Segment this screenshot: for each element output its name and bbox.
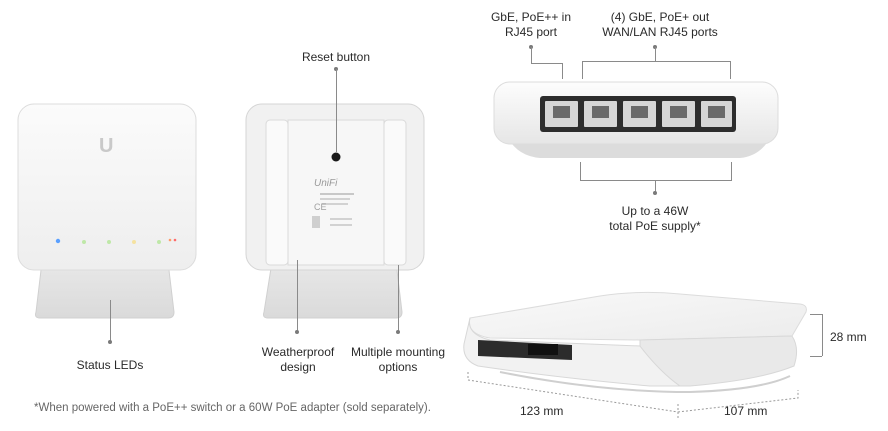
poe-supply-dot xyxy=(653,191,657,195)
perspective-top-face xyxy=(468,291,807,341)
mount-rail-right xyxy=(383,119,407,266)
front-body xyxy=(17,103,197,271)
width-dim-line xyxy=(467,372,679,413)
status-leds-leader xyxy=(110,300,111,343)
poe-supply-leader-v xyxy=(655,180,656,193)
weatherproof-line-2: design xyxy=(280,360,316,374)
status-leds-label: Status LEDs xyxy=(76,358,144,372)
depth-dim-label: 107 mm xyxy=(724,404,768,418)
mounting-line-2: options xyxy=(378,360,418,374)
mounting-line-1: Multiple mounting xyxy=(350,345,446,359)
back-stand xyxy=(263,261,403,319)
led-5 xyxy=(157,240,161,244)
height-dim-bottom xyxy=(810,356,822,357)
poe-out-bracket-l xyxy=(582,61,583,79)
mounting-label: Multiple mounting options xyxy=(340,345,456,375)
poe-in-label: GbE, PoE++ in RJ45 port xyxy=(476,10,586,40)
poe-supply-line-1: Up to a 46W xyxy=(621,204,689,218)
poe-supply-bracket-l xyxy=(580,162,581,180)
led-4 xyxy=(132,240,136,244)
poe-supply-bracket-r xyxy=(731,162,732,180)
mount-rail-left xyxy=(265,119,289,266)
poe-out-label: (4) GbE, PoE+ out WAN/LAN RJ45 ports xyxy=(590,10,730,40)
height-dim-label: 28 mm xyxy=(830,330,867,344)
poe-in-leader-v1 xyxy=(531,47,532,63)
perspective-right-face xyxy=(639,335,798,387)
depth-dim-line xyxy=(677,390,799,413)
poe-supply-line-2: total PoE supply* xyxy=(609,219,701,233)
weatherproof-line-1: Weatherproof xyxy=(261,345,335,359)
reset-button-leader xyxy=(336,69,337,152)
poe-supply-label: Up to a 46W total PoE supply* xyxy=(590,204,720,234)
footnote: *When powered with a PoE++ switch or a 6… xyxy=(34,402,431,414)
status-leds-dot xyxy=(108,340,112,344)
poe-supply-bracket-h xyxy=(580,180,732,181)
reset-hole xyxy=(331,152,341,162)
led-2 xyxy=(82,240,86,244)
weatherproof-dot xyxy=(295,330,299,334)
mounting-dot xyxy=(396,330,400,334)
back-ce-mark: CE xyxy=(314,202,327,212)
led-1 xyxy=(55,238,61,244)
height-dim-vertical xyxy=(822,314,823,356)
weatherproof-label: Weatherproof design xyxy=(248,345,348,375)
front-stand xyxy=(35,261,175,319)
height-dim-top xyxy=(810,314,822,315)
led-3 xyxy=(107,240,111,244)
front-logo: U xyxy=(99,135,114,157)
poe-in-leader-h xyxy=(531,63,563,64)
poe-in-line-1: GbE, PoE++ in xyxy=(490,10,572,24)
poe-out-leader-v xyxy=(655,47,656,61)
poe-out-bracket-r xyxy=(730,61,731,79)
poe-out-line-1: (4) GbE, PoE+ out xyxy=(610,10,710,24)
mounting-leader xyxy=(398,265,399,332)
poe-in-line-2: RJ45 port xyxy=(504,25,558,39)
poe-out-bracket-h xyxy=(582,61,731,62)
reset-button-label: Reset button xyxy=(301,50,371,64)
width-dim-label: 123 mm xyxy=(520,404,564,418)
weatherproof-leader xyxy=(297,260,298,332)
poe-out-line-2: WAN/LAN RJ45 ports xyxy=(602,25,718,39)
back-brand: UniFi xyxy=(314,178,338,189)
poe-in-leader-v2 xyxy=(562,63,563,79)
